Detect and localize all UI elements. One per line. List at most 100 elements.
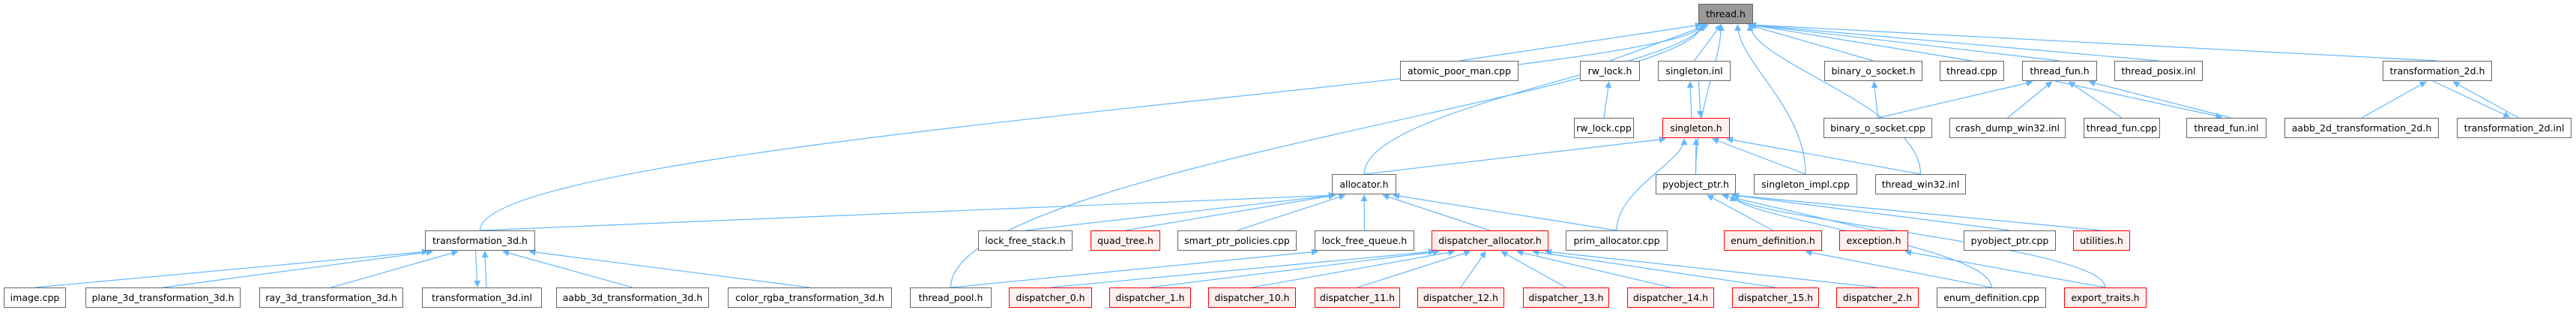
graph-node-transformation-3d-inl[interactable]: transformation_3d.inl	[422, 287, 542, 308]
graph-node-transformation-3d-h[interactable]: transformation_3d.h	[425, 230, 535, 251]
graph-node-dispatcher-14-h[interactable]: dispatcher_14.h	[1627, 287, 1714, 308]
graph-node-thread-fun-inl[interactable]: thread_fun.inl	[2186, 118, 2266, 138]
graph-node-thread-win32-inl[interactable]: thread_win32.inl	[1875, 174, 1966, 194]
graph-node-dispatcher-1-h[interactable]: dispatcher_1.h	[1109, 287, 1191, 308]
graph-node-rw-lock-cpp[interactable]: rw_lock.cpp	[1574, 118, 1634, 138]
graph-node-lock-free-stack-h[interactable]: lock_free_stack.h	[978, 230, 1073, 251]
graph-node-utilities-h[interactable]: utilities.h	[2073, 230, 2130, 251]
graph-edge	[1150, 248, 1440, 288]
graph-edge	[1732, 192, 2010, 231]
graph-node-ray-3d-transformation-3d-h[interactable]: ray_3d_transformation_3d.h	[259, 287, 403, 308]
graph-node-singleton-impl-cpp[interactable]: singleton_impl.cpp	[1754, 174, 1857, 194]
graph-node-plane-3d-transformation-3d-h[interactable]: plane_3d_transformation_3d.h	[85, 287, 241, 308]
graph-node-singleton-h[interactable]: singleton.h	[1662, 118, 1730, 138]
graph-edge	[481, 251, 489, 288]
graph-node-color-rgba-transformation-3d-h[interactable]: color_rgba_transformation_3d.h	[728, 287, 892, 308]
graph-edge	[2361, 81, 2427, 119]
graph-node-transformation-2d-h[interactable]: transformation_2d.h	[2383, 61, 2492, 81]
graph-node-dispatcher-11-h[interactable]: dispatcher_11.h	[1315, 287, 1400, 308]
graph-edge	[1025, 192, 1336, 231]
graph-node-dispatcher-2-h[interactable]: dispatcher_2.h	[1836, 287, 1919, 308]
graph-node-binary-o-socket-h[interactable]: binary_o_socket.h	[1824, 61, 1922, 81]
graph-node-singleton-inl[interactable]: singleton.inl	[1658, 61, 1731, 81]
graph-node-dispatcher-15-h[interactable]: dispatcher_15.h	[1732, 287, 1819, 308]
graph-edge	[1805, 249, 1992, 288]
graph-edge	[2088, 80, 2231, 119]
graph-node-transformation-2d-inl[interactable]: transformation_2d.inl	[2457, 118, 2572, 138]
graph-node-thread-pool-h[interactable]: thread_pool.h	[910, 287, 992, 308]
graph-node-lock-free-queue-h[interactable]: lock_free_queue.h	[1315, 230, 1414, 251]
graph-edge	[1609, 23, 1710, 62]
graph-node-quad-tree-h[interactable]: quad_tree.h	[1091, 230, 1160, 251]
graph-edge	[1516, 249, 1671, 288]
graph-edge	[1545, 248, 1878, 288]
graph-node-pyobject-ptr-h[interactable]: pyobject_ptr.h	[1656, 174, 1736, 194]
graph-node-thread-fun-h[interactable]: thread_fun.h	[2022, 61, 2097, 81]
graph-node-dispatcher-13-h[interactable]: dispatcher_13.h	[1523, 287, 1609, 308]
graph-node-prim-allocator-cpp[interactable]: prim_allocator.cpp	[1566, 230, 1668, 251]
graph-edge	[1749, 21, 2438, 62]
graph-edge	[1726, 137, 1921, 175]
graph-node-smart-ptr-policies-cpp[interactable]: smart_ptr_policies.cpp	[1177, 230, 1297, 251]
graph-edge	[1694, 24, 1722, 62]
graph-node-dispatcher-0-h[interactable]: dispatcher_0.h	[1009, 287, 1092, 308]
graph-edge	[1125, 192, 1336, 231]
graph-node-enum-definition-h[interactable]: enum_definition.h	[1724, 230, 1822, 251]
graph-node-aabb-2d-transformation-2d-h[interactable]: aabb_2d_transformation_2d.h	[2284, 118, 2439, 138]
graph-edge	[1459, 22, 1702, 62]
graph-edge	[502, 249, 633, 288]
graph-node-dispatcher-10-h[interactable]: dispatcher_10.h	[1208, 287, 1296, 308]
graph-edge	[1749, 22, 2060, 62]
graph-edge	[950, 248, 1318, 288]
graph-edge	[34, 248, 429, 288]
graph-edge	[1697, 80, 1704, 118]
graph-edge	[1393, 192, 1617, 231]
graph-edge	[1382, 194, 1491, 231]
graph-edge	[1749, 22, 1973, 62]
graph-node-export-traits-h[interactable]: export_traits.h	[2064, 287, 2147, 308]
graph-edge	[1747, 23, 1874, 62]
graph-edge	[1363, 24, 1705, 175]
graph-edge	[1500, 251, 1566, 288]
graph-edge	[1252, 248, 1456, 288]
graph-edge	[2452, 81, 2519, 119]
graph-edge	[1237, 194, 1346, 231]
graph-edge	[1707, 194, 1773, 231]
graph-node-dispatcher-12-h[interactable]: dispatcher_12.h	[1417, 287, 1504, 308]
graph-node-thread-posix-inl[interactable]: thread_posix.inl	[2114, 61, 2203, 81]
graph-edge	[528, 248, 810, 288]
graph-node-crash-dump-win32-inl[interactable]: crash_dump_win32.inl	[1949, 118, 2066, 138]
graph-edge	[1460, 251, 1486, 288]
graph-edge	[1616, 138, 1688, 231]
graph-edge	[1722, 193, 1874, 231]
graph-node-dispatcher-allocator-h[interactable]: dispatcher_allocator.h	[1432, 230, 1548, 251]
graph-node-atomic-poor-man-cpp[interactable]: atomic_poor_man.cpp	[1400, 61, 1518, 81]
graph-node-enum-definition-cpp[interactable]: enum_definition.cpp	[1937, 287, 2046, 308]
graph-edge	[2054, 80, 2223, 119]
graph-edge	[479, 24, 1705, 231]
graph-edge	[480, 191, 1336, 231]
graph-edge	[1729, 194, 2106, 288]
graph-edge	[2068, 81, 2123, 119]
graph-node-aabb-3d-transformation-3d-h[interactable]: aabb_3d_transformation_3d.h	[556, 287, 709, 308]
graph-edge	[1749, 22, 2159, 62]
graph-node-thread-h: thread.h	[1698, 4, 1753, 24]
graph-edge	[2432, 80, 2511, 118]
graph-node-allocator-h[interactable]: allocator.h	[1332, 174, 1396, 194]
graph-edge	[1050, 248, 1435, 288]
graph-edge	[474, 250, 481, 287]
graph-edge	[1686, 81, 1694, 119]
graph-edge	[1904, 249, 2106, 288]
graph-edge	[1357, 250, 1471, 288]
graph-edge	[1871, 81, 1879, 119]
graph-node-rw-lock-h[interactable]: rw_lock.h	[1580, 61, 1640, 81]
graph-edge	[1712, 137, 1806, 175]
graph-edge	[1695, 24, 1725, 175]
graph-node-image-cpp[interactable]: image.cpp	[4, 287, 66, 308]
graph-node-thread-cpp[interactable]: thread.cpp	[1940, 61, 2004, 81]
graph-node-binary-o-socket-cpp[interactable]: binary_o_socket.cpp	[1824, 118, 1932, 138]
graph-node-thread-fun-cpp[interactable]: thread_fun.cpp	[2084, 118, 2160, 138]
graph-node-pyobject-ptr-cpp[interactable]: pyobject_ptr.cpp	[1964, 230, 2056, 251]
graph-node-exception-h[interactable]: exception.h	[1839, 230, 1908, 251]
